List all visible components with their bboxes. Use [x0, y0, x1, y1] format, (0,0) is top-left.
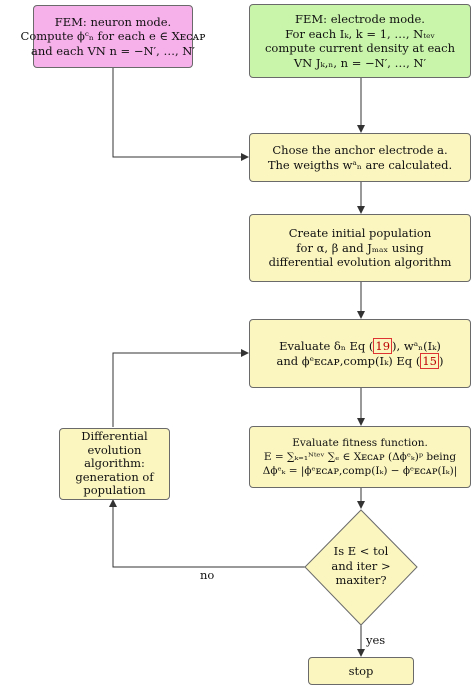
no-edge-label: no	[200, 568, 215, 582]
equation-ref-19[interactable]: 19	[373, 338, 393, 354]
evaluate-line-1: Evaluate δₙ Eq (19), wᵃₙ(Iₖ)	[279, 338, 441, 354]
decision-diamond	[304, 509, 418, 626]
init-line-3: differential evolution algorithm	[268, 255, 452, 270]
diffevo-line-1: Differential	[81, 429, 148, 444]
diffevo-line-5: population	[83, 483, 146, 498]
fitness-function-box: Evaluate fitness function. E = ∑ₖ₌₁ᴺᵗᵉᵛ …	[249, 426, 471, 488]
evaluate-line-1-text: Evaluate δₙ Eq	[279, 339, 369, 353]
diffevo-line-3: algorithm:	[84, 456, 145, 471]
fem-neuron-line-2: Compute ϕᶜₙ for each e ∈ Xᴇᴄᴀᴘ	[20, 29, 206, 44]
fem-neuron-line-3: and each VN n = −N′, …, N′	[31, 43, 195, 58]
stop-label: stop	[348, 663, 374, 678]
arrow-decision-no	[109, 499, 305, 568]
equation-ref-15[interactable]: 15	[420, 352, 439, 369]
fitness-line-3: Δϕᵉₖ = |ϕᵉᴇᴄᴀᴘ,comp(Iₖ) − ϕᵉᴇᴄᴀᴘ(Iₖ)|	[262, 465, 458, 477]
init-line-1: Create initial population	[288, 226, 432, 241]
evaluate-box: Evaluate δₙ Eq (19), wᵃₙ(Iₖ) and ϕᵉᴇᴄᴀᴘ,…	[249, 319, 471, 388]
decision-line-3: maxiter?	[335, 573, 387, 587]
fitness-line-1: Evaluate fitness function.	[292, 437, 428, 449]
fitness-line-2: E = ∑ₖ₌₁ᴺᵗᵉᵛ ∑ₑ ∈ Xᴇᴄᴀᴘ (Δϕᵉₖ)ᵖ being	[263, 451, 457, 463]
diffevo-line-4: generation of	[75, 469, 154, 484]
decision-line-1: Is E < tol	[333, 544, 389, 558]
diffevo-line-2: evolution	[87, 442, 142, 457]
fem-electrode-line-1: FEM: electrode mode.	[295, 12, 425, 26]
fem-electrode-line-2: For each Iₖ, k = 1, …, Nₜₑᵥ	[285, 26, 435, 41]
fem-electrode-line-3: compute current density at each	[264, 41, 456, 55]
evaluate-line-2: and ϕᵉᴇᴄᴀᴘ,comp(Iₖ) Eq (15)	[276, 352, 444, 369]
decision-line-2: and iter >	[331, 558, 391, 573]
fem-neuron-line-1: FEM: neuron mode.	[54, 14, 172, 29]
anchor-electrode-box: Chose the anchor electrode a. The weigth…	[249, 133, 471, 182]
evaluate-line-1-tail: , wᵃₙ(Iₖ)	[396, 339, 441, 353]
initial-population-box: Create initial population for α, β and J…	[249, 214, 471, 282]
anchor-line-2: The weigths wᵃₙ are calculated.	[267, 157, 453, 172]
differential-evolution-box: Differential evolution algorithm: genera…	[59, 428, 170, 500]
decision-text: Is E < tol and iter > maxiter?	[311, 544, 411, 588]
stop-box: stop	[308, 657, 414, 685]
yes-edge-label: yes	[366, 633, 386, 647]
evaluate-line-2-text: and ϕᵉᴇᴄᴀᴘ,comp(Iₖ) Eq	[276, 353, 416, 368]
arrow-neuron-to-anchor	[112, 68, 249, 161]
fem-electrode-line-4: VN Jₖ,ₙ, n = −N′, …, N′	[293, 55, 427, 70]
init-line-2: for α, β and Jₘₐₓ using	[296, 240, 424, 255]
arrow-diffevo-to-evaluate	[112, 349, 249, 427]
fem-neuron-box: FEM: neuron mode. Compute ϕᶜₙ for each e…	[21, 5, 205, 68]
fem-electrode-box: FEM: electrode mode. For each Iₖ, k = 1,…	[249, 4, 471, 78]
anchor-line-1: Chose the anchor electrode a.	[272, 143, 448, 157]
